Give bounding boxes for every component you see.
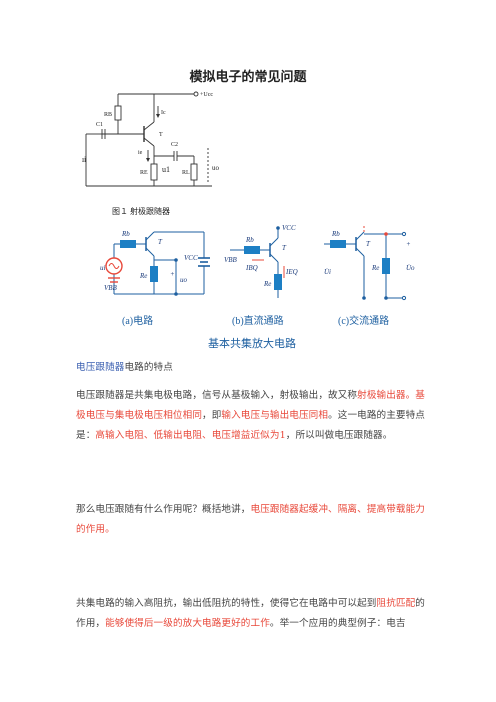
emitter-follower-schematic: +Ucc RB Ic C1 T ie C2 ui RE u1 RL uo 图１ … bbox=[82, 91, 220, 216]
fig1-c2-label: C2 bbox=[171, 142, 178, 148]
fig1-re-label: RE bbox=[140, 170, 148, 176]
fig2a-re-label: Re bbox=[139, 272, 147, 280]
page-title: 模拟电子的常见问题 bbox=[189, 70, 307, 85]
fig2c-ui-label: U̇i bbox=[324, 268, 331, 276]
fig2c-re-label: Re bbox=[371, 264, 379, 272]
fig1-ic-label: Ic bbox=[161, 110, 166, 116]
fig2a-rb-label: Rb bbox=[121, 230, 130, 238]
fig2a-vcc-label: VCC bbox=[184, 254, 198, 262]
fig2b-ieq-label: IEQ bbox=[285, 268, 298, 276]
fig2a-t-label: T bbox=[158, 238, 163, 246]
common-collector-schematic: Rb T VCC ui VBB Re + uo Rb T VCC bbox=[100, 224, 415, 350]
paragraph-1: 电压跟随器是共集电极电路，信号从基极输入，射极输出，故又称射极输出器。基极电压与… bbox=[76, 390, 425, 441]
section-heading: 电压跟随器电路的特点 bbox=[76, 362, 173, 373]
fig2-panel-b-caption: (b)直流通路 bbox=[232, 314, 284, 327]
fig2a-ui-label: ui bbox=[100, 264, 106, 272]
fig2a-plus-label: + bbox=[170, 270, 175, 278]
fig1-rl-label: RL bbox=[182, 170, 190, 176]
fig1-vcc-label: +Ucc bbox=[200, 92, 213, 98]
fig2-panel-a-caption: (a)电路 bbox=[122, 314, 153, 327]
fig2a-uo-label: uo bbox=[180, 276, 188, 284]
fig2c-plus-label: + bbox=[406, 240, 411, 248]
paragraph-3: 共集电路的输入高阻抗，输出低阻抗的特性，使得它在电路中可以起到阻抗匹配的作用，能… bbox=[76, 598, 425, 629]
fig1-rb-label: RB bbox=[104, 112, 112, 118]
fig1-t-label: T bbox=[159, 132, 163, 138]
fig2b-ibq-label: IBQ bbox=[245, 264, 258, 272]
fig2b-re-label: Re bbox=[263, 280, 271, 288]
fig2b-vbb-label: VBB bbox=[224, 256, 238, 264]
fig1-caption: 图１ 射极跟随器 bbox=[112, 206, 170, 216]
fig1-ui-label: ui bbox=[82, 155, 87, 164]
fig2b-t-label: T bbox=[282, 244, 287, 252]
fig2a-vbb-label: VBB bbox=[104, 284, 118, 292]
fig2c-rb-label: Rb bbox=[331, 230, 340, 238]
fig2c-uo-label: U̇o bbox=[406, 264, 415, 272]
fig1-ie-label: ie bbox=[138, 150, 143, 156]
fig2-caption: 基本共集放大电路 bbox=[208, 336, 296, 350]
fig1-c1-label: C1 bbox=[96, 122, 103, 128]
fig2c-t-label: T bbox=[366, 240, 371, 248]
voltage-follower-link[interactable]: 电压跟随器 bbox=[76, 362, 125, 373]
fig2b-vcc-label: VCC bbox=[282, 224, 296, 232]
fig1-u1-label: u1 bbox=[162, 165, 170, 174]
paragraph-2: 那么电压跟随有什么作用呢？概括地讲，电压跟随器起缓冲、隔离、提高带载能力的作用。 bbox=[76, 504, 425, 535]
fig2-panel-c-caption: (c)交流通路 bbox=[338, 314, 389, 327]
fig1-uo-label: uo bbox=[212, 164, 220, 172]
fig2b-rb-label: Rb bbox=[245, 236, 254, 244]
